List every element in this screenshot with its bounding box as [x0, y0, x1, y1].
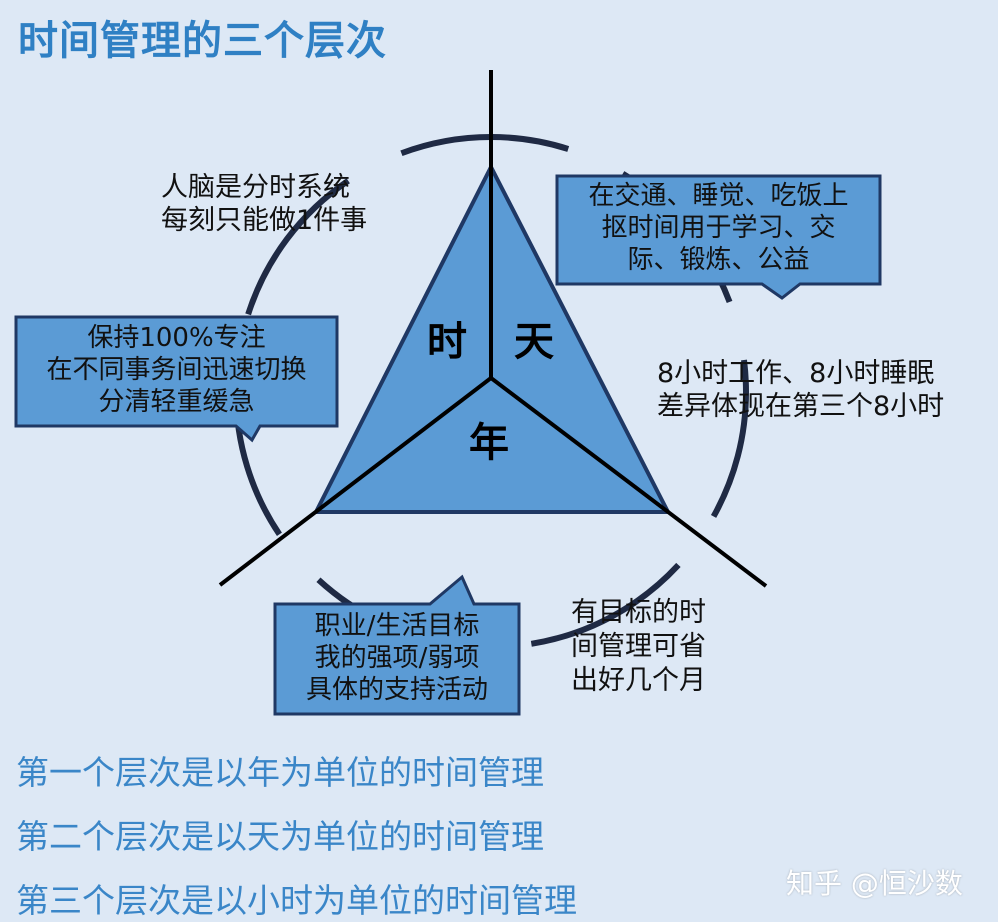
note-eight-hours-line: 8小时工作、8小时睡眠: [657, 358, 935, 389]
note-goal: 有目标的时 间管理可省 出好几个月: [571, 596, 706, 698]
level-two: 第二个层次是以天为单位的时间管理: [16, 817, 544, 856]
callout-career-text: 职业/生活目标 我的强项/弱项 具体的支持活动: [275, 610, 519, 706]
callout-transit-text: 在交通、睡觉、吃饭上 抠时间用于学习、交 际、锻炼、公益: [557, 180, 880, 276]
note-goal-line: 有目标的时: [571, 597, 706, 628]
callout-focus-text: 保持100%专注 在不同事务间迅速切换 分清轻重缓急: [16, 322, 337, 418]
callout-focus-line: 分清轻重缓急: [98, 387, 255, 417]
level-three: 第三个层次是以小时为单位的时间管理: [16, 881, 577, 920]
note-eight-hours: 8小时工作、8小时睡眠 差异体现在第三个8小时: [657, 357, 944, 423]
label-year: 年: [469, 420, 509, 466]
note-brain-line: 每刻只能做1件事: [161, 205, 368, 236]
level-one: 第一个层次是以年为单位的时间管理: [16, 753, 544, 792]
note-eight-hours-line: 差异体现在第三个8小时: [657, 391, 945, 422]
callout-career-box: [273, 574, 521, 716]
callout-transit-line: 抠时间用于学习、交: [601, 213, 836, 243]
note-brain-line: 人脑是分时系统: [161, 172, 350, 203]
callout-focus-line: 在不同事务间迅速切换: [46, 355, 307, 385]
note-goal-line: 间管理可省: [571, 631, 706, 662]
callout-transit-box: [555, 174, 882, 300]
callout-transit-line: 际、锻炼、公益: [627, 245, 810, 275]
note-brain: 人脑是分时系统 每刻只能做1件事: [161, 171, 367, 237]
page-title: 时间管理的三个层次: [18, 18, 387, 64]
callout-career-line: 我的强项/弱项: [314, 643, 480, 673]
callout-career-line: 具体的支持活动: [305, 675, 488, 705]
label-hour: 时: [427, 319, 467, 365]
callout-focus-box: [14, 315, 339, 443]
watermark: 知乎 @恒沙数: [786, 867, 963, 900]
callout-transit-line: 在交通、睡觉、吃饭上: [588, 181, 849, 211]
callout-focus-line: 保持100%专注: [87, 323, 266, 353]
note-goal-line: 出好几个月: [571, 665, 706, 696]
callout-career-line: 职业/生活目标: [314, 611, 480, 641]
divider-left: [218, 376, 493, 587]
divider-right: [489, 376, 768, 588]
label-day: 天: [514, 319, 554, 365]
